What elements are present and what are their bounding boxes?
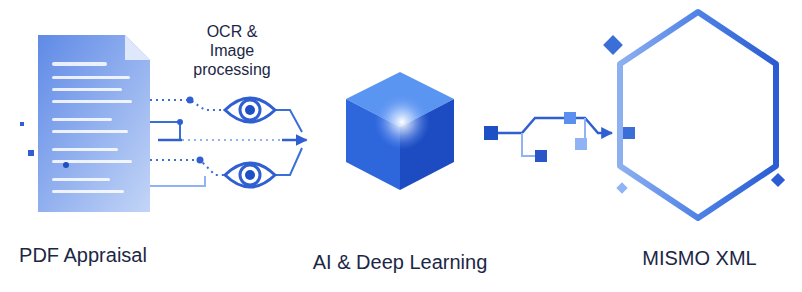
flow-connector	[494, 118, 613, 133]
node-label: PDF Appraisal	[19, 243, 147, 267]
document-icon	[20, 35, 150, 212]
node-label: OCR & Image processing	[189, 22, 275, 79]
ai-node: AI & Deep Learning	[307, 60, 494, 274]
eye-icon	[225, 98, 275, 122]
scan-wires	[150, 97, 302, 187]
node-label: AI & Deep Learning	[313, 250, 488, 274]
node-label: MISMO XML	[642, 246, 756, 270]
hexagon-outline	[603, 12, 785, 218]
flow-connector	[158, 139, 182, 142]
eye-icon	[225, 163, 275, 187]
flow-connector	[282, 139, 307, 142]
cube-icon	[346, 72, 454, 190]
document-node: PDF Appraisal	[8, 30, 158, 267]
xml-node: MISMO XML	[612, 8, 787, 270]
ocr-node: OCR & Image processing	[182, 22, 282, 207]
